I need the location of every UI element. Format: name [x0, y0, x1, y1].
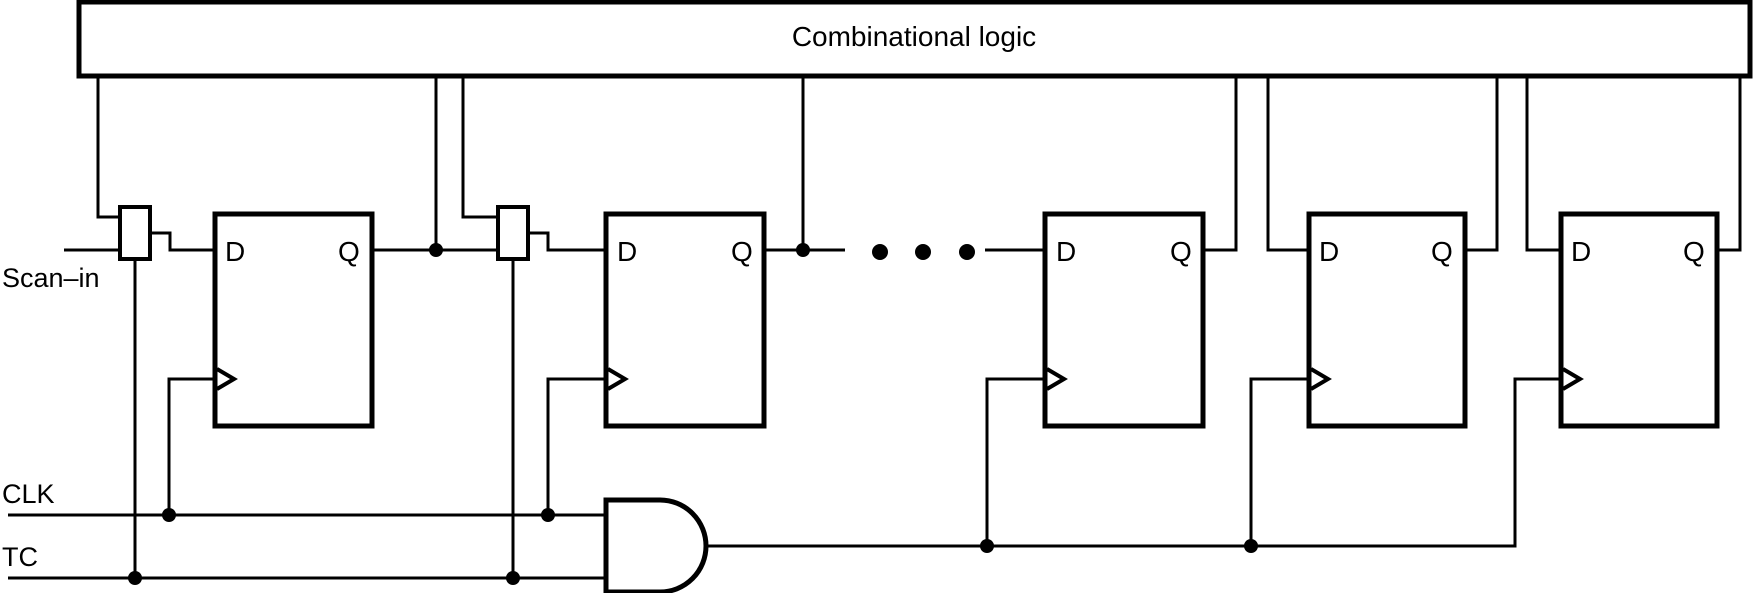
flip-flop-5: D Q: [1558, 211, 1720, 429]
combinational-logic-label: Combinational logic: [792, 21, 1036, 52]
ff3-q-label: Q: [1170, 236, 1192, 267]
ff5-d-label: D: [1571, 236, 1591, 267]
ff5-q-label: Q: [1683, 236, 1705, 267]
ellipsis-dots: [872, 244, 975, 260]
combinational-logic-block: [76, 0, 1753, 79]
tc-label: TC: [2, 542, 38, 572]
scan-in-label: Scan–in: [2, 263, 100, 293]
ff1-d-label: D: [225, 236, 245, 267]
wires: [8, 76, 1742, 580]
ff1-q-label: Q: [338, 236, 360, 267]
clk-label: CLK: [2, 479, 55, 509]
flip-flop-4: D Q: [1306, 211, 1468, 429]
ff3-d-label: D: [1056, 236, 1076, 267]
mux-1: [118, 205, 152, 261]
and-gate: [603, 497, 709, 593]
ff4-q-label: Q: [1431, 236, 1453, 267]
flip-flop-3: D Q: [1042, 211, 1206, 429]
ff2-d-label: D: [617, 236, 637, 267]
junction-dots: [128, 243, 1258, 585]
ff4-d-label: D: [1319, 236, 1339, 267]
ff2-q-label: Q: [731, 236, 753, 267]
mux-2: [496, 205, 530, 261]
flip-flop-1: D Q: [212, 211, 375, 429]
flip-flop-2: D Q: [603, 211, 767, 429]
